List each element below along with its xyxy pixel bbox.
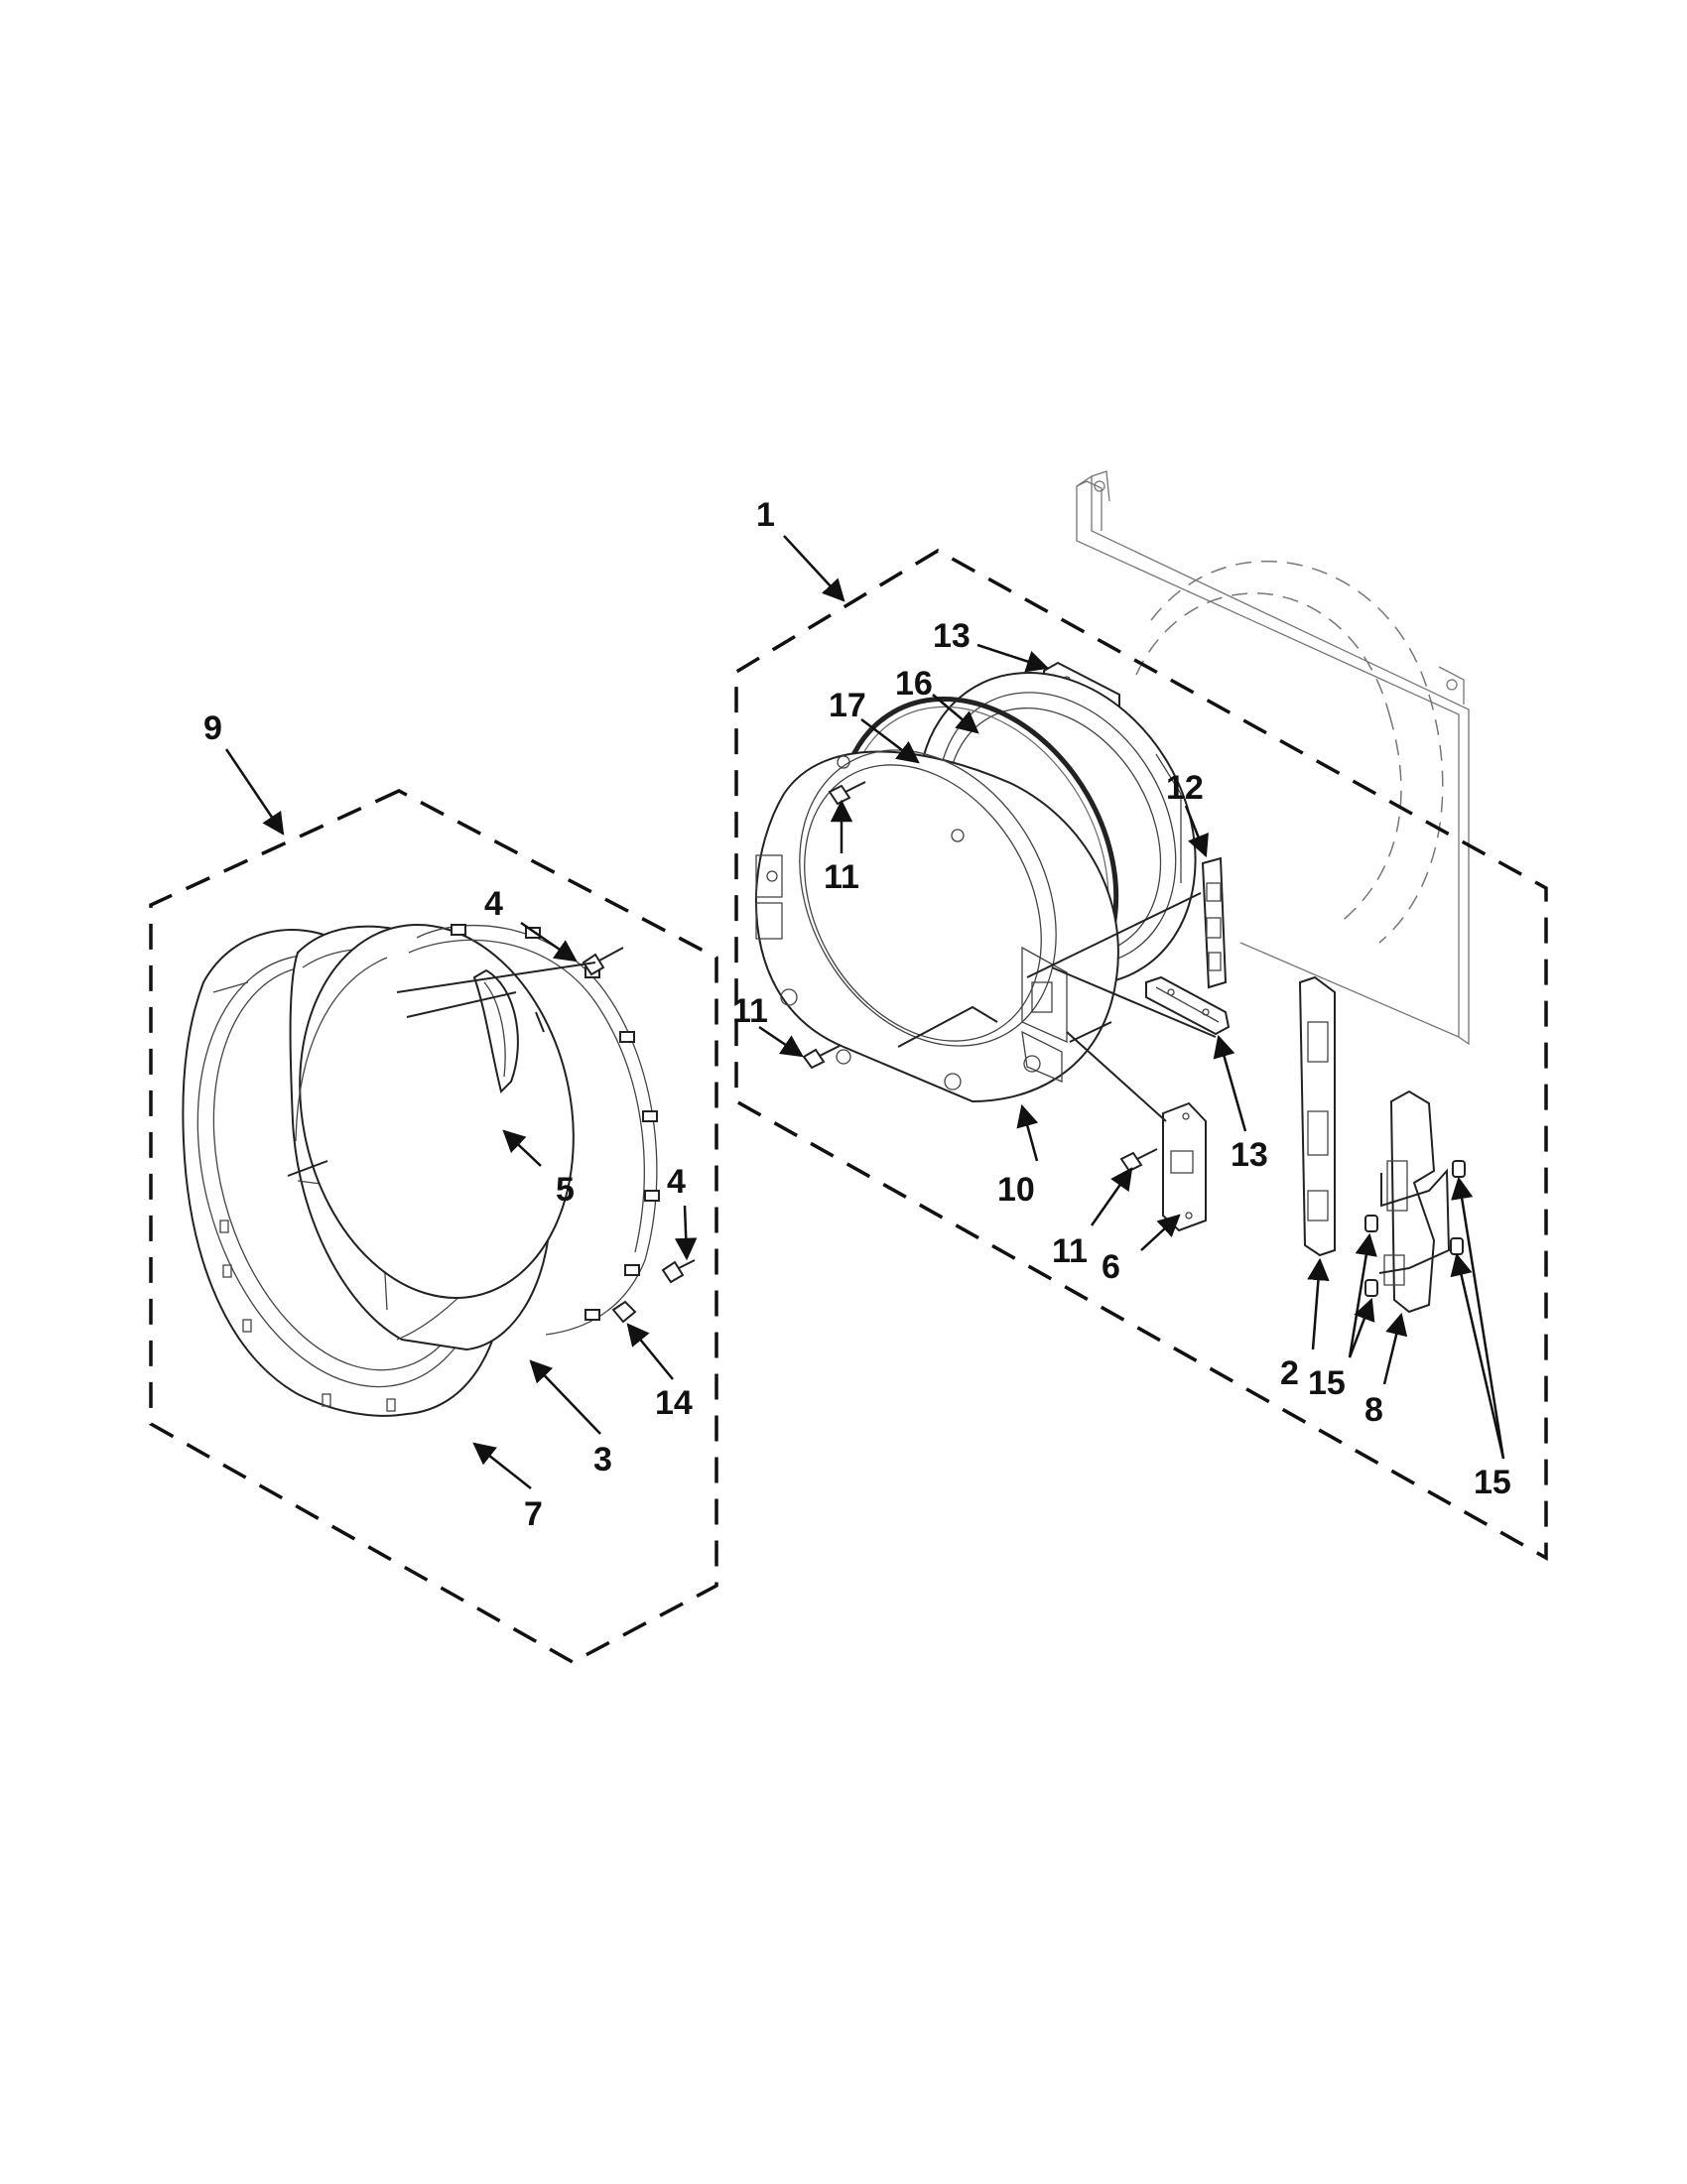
callout-16: 16 xyxy=(895,665,933,703)
pin-a xyxy=(1364,1215,1378,1232)
callout-1: 1 xyxy=(756,496,775,534)
callout-15-left: 15 xyxy=(1308,1364,1346,1402)
door-back-rim xyxy=(408,924,660,1336)
assembly-9-boundary xyxy=(149,789,718,1664)
alignment-lines-assembly-1 xyxy=(897,892,1217,1122)
callout-11-left: 11 xyxy=(732,992,768,1030)
callout-5: 5 xyxy=(556,1171,575,1209)
callout-2: 2 xyxy=(1280,1354,1299,1392)
callout-15-right: 15 xyxy=(1474,1464,1511,1501)
cabinet-front-panel xyxy=(1076,470,1470,1046)
pin-b xyxy=(1364,1279,1378,1297)
strike-plate xyxy=(1162,1101,1207,1232)
screw-4-top xyxy=(582,947,624,976)
callout-13-lower: 13 xyxy=(1231,1136,1268,1174)
hinge-bracket-lower xyxy=(1145,975,1231,1036)
callout-6: 6 xyxy=(1102,1248,1120,1286)
door-mounting-ring xyxy=(754,749,1119,1103)
callout-17: 17 xyxy=(829,687,866,724)
door-hinge xyxy=(1201,856,1228,989)
callout-12: 12 xyxy=(1166,769,1204,807)
screw-4-bottom xyxy=(661,1259,696,1284)
door-handle xyxy=(472,968,519,1093)
callout-4-bottom: 4 xyxy=(667,1163,686,1201)
callout-10: 10 xyxy=(997,1171,1035,1209)
leader-arrows xyxy=(224,535,1505,1489)
callout-9: 9 xyxy=(203,709,222,747)
pin-c xyxy=(1452,1160,1466,1178)
screw-left xyxy=(802,1045,841,1070)
callout-11-right: 11 xyxy=(1052,1232,1088,1270)
callout-14: 14 xyxy=(655,1384,693,1422)
callout-3: 3 xyxy=(593,1441,612,1478)
assembly-1-boundary xyxy=(734,548,1548,1561)
screw-right xyxy=(1119,1148,1158,1173)
door-lock-bracket xyxy=(1298,975,1336,1257)
door-switch-assembly xyxy=(1378,1090,1451,1314)
door-clip xyxy=(611,1300,637,1324)
callout-labels: 1 9 13 16 17 12 11 11 11 13 10 6 4 4 5 1… xyxy=(203,496,1511,1533)
callout-13-top: 13 xyxy=(933,617,971,655)
alignment-lines-assembly-9 xyxy=(396,962,596,1033)
pin-d xyxy=(1450,1237,1464,1255)
callout-8: 8 xyxy=(1364,1391,1383,1429)
callout-4-top: 4 xyxy=(484,885,503,923)
callout-11-top: 11 xyxy=(824,858,859,896)
callout-7: 7 xyxy=(524,1495,543,1533)
